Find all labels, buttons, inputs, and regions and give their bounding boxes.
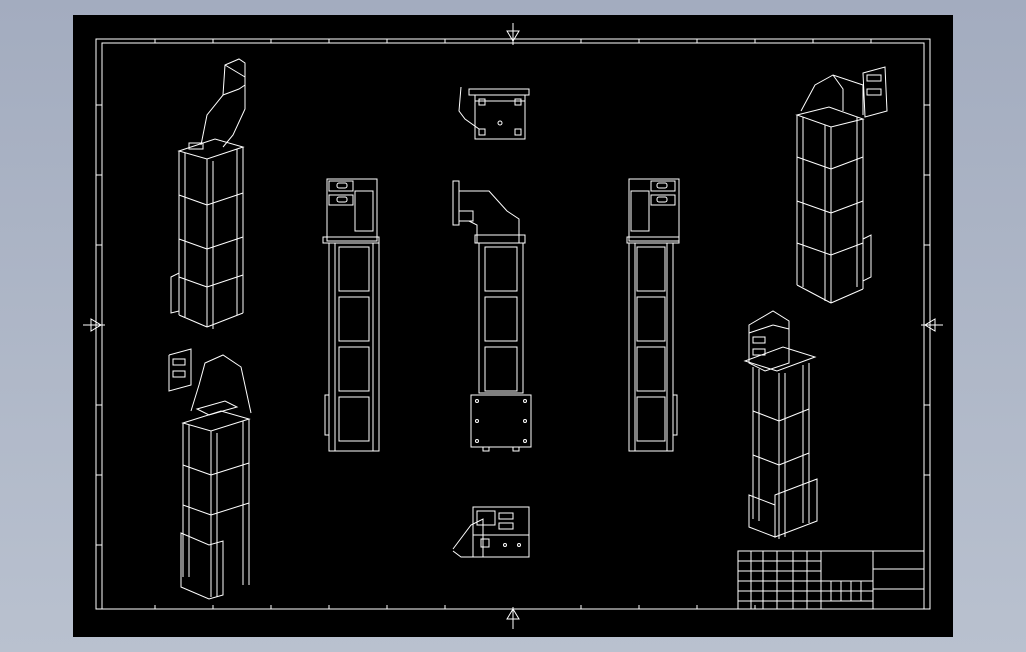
- side-view-left[interactable]: [322, 178, 380, 452]
- border-ticks: [96, 39, 930, 609]
- front-view-center[interactable]: [452, 180, 532, 452]
- side-view-right[interactable]: [626, 178, 680, 452]
- iso-view-bottom-right[interactable]: [743, 310, 818, 539]
- iso-view-top-left[interactable]: [170, 58, 246, 329]
- drawing-canvas: [83, 23, 943, 629]
- cad-viewport[interactable]: [73, 15, 953, 637]
- iso-view-top-right[interactable]: [795, 66, 888, 304]
- centering-mark-bottom: [506, 607, 520, 629]
- iso-view-bottom-left[interactable]: [168, 348, 252, 600]
- bottom-view[interactable]: [452, 506, 530, 558]
- centering-mark-top: [506, 23, 520, 45]
- title-block: [737, 550, 925, 610]
- top-view[interactable]: [458, 86, 530, 140]
- centering-mark-left: [83, 318, 105, 332]
- centering-mark-right: [921, 318, 943, 332]
